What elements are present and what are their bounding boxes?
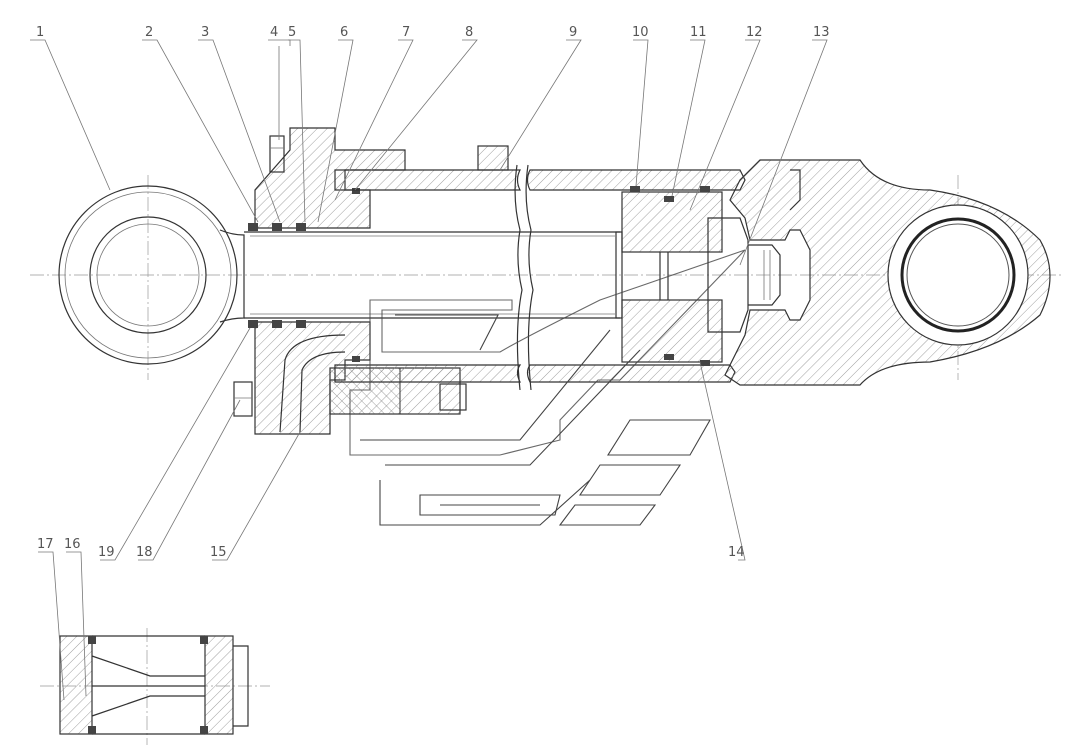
callout-9: 9 xyxy=(569,25,577,40)
callout-2: 2 xyxy=(145,25,153,40)
callout-1: 1 xyxy=(36,25,44,40)
callout-10: 10 xyxy=(632,25,649,40)
callout-16: 16 xyxy=(64,537,81,552)
cylinder-head xyxy=(233,127,406,435)
piston-nut xyxy=(707,217,781,333)
callout-8: 8 xyxy=(465,25,473,40)
callout-11: 11 xyxy=(690,25,707,40)
callout-17: 17 xyxy=(37,537,54,552)
callout-12: 12 xyxy=(746,25,763,40)
callout-3: 3 xyxy=(201,25,209,40)
detail-view xyxy=(59,635,249,735)
callout-19: 19 xyxy=(98,545,115,560)
callout-14: 14 xyxy=(728,545,745,560)
callout-15: 15 xyxy=(210,545,227,560)
callout-5: 5 xyxy=(288,25,296,40)
leader-lines xyxy=(30,39,828,701)
piston xyxy=(621,186,723,366)
left-rod-eye xyxy=(58,185,245,365)
rear-end-cap xyxy=(724,159,1051,386)
callout-13: 13 xyxy=(813,25,830,40)
callout-4: 4 xyxy=(270,25,278,40)
callout-6: 6 xyxy=(340,25,348,40)
piston-rod xyxy=(244,231,623,319)
callout-7: 7 xyxy=(402,25,410,40)
watermark-logo xyxy=(349,249,746,526)
callout-18: 18 xyxy=(136,545,153,560)
callout-labels: 1 2 3 4 5 6 7 8 9 10 11 12 13 14 15 16 1… xyxy=(36,25,830,560)
